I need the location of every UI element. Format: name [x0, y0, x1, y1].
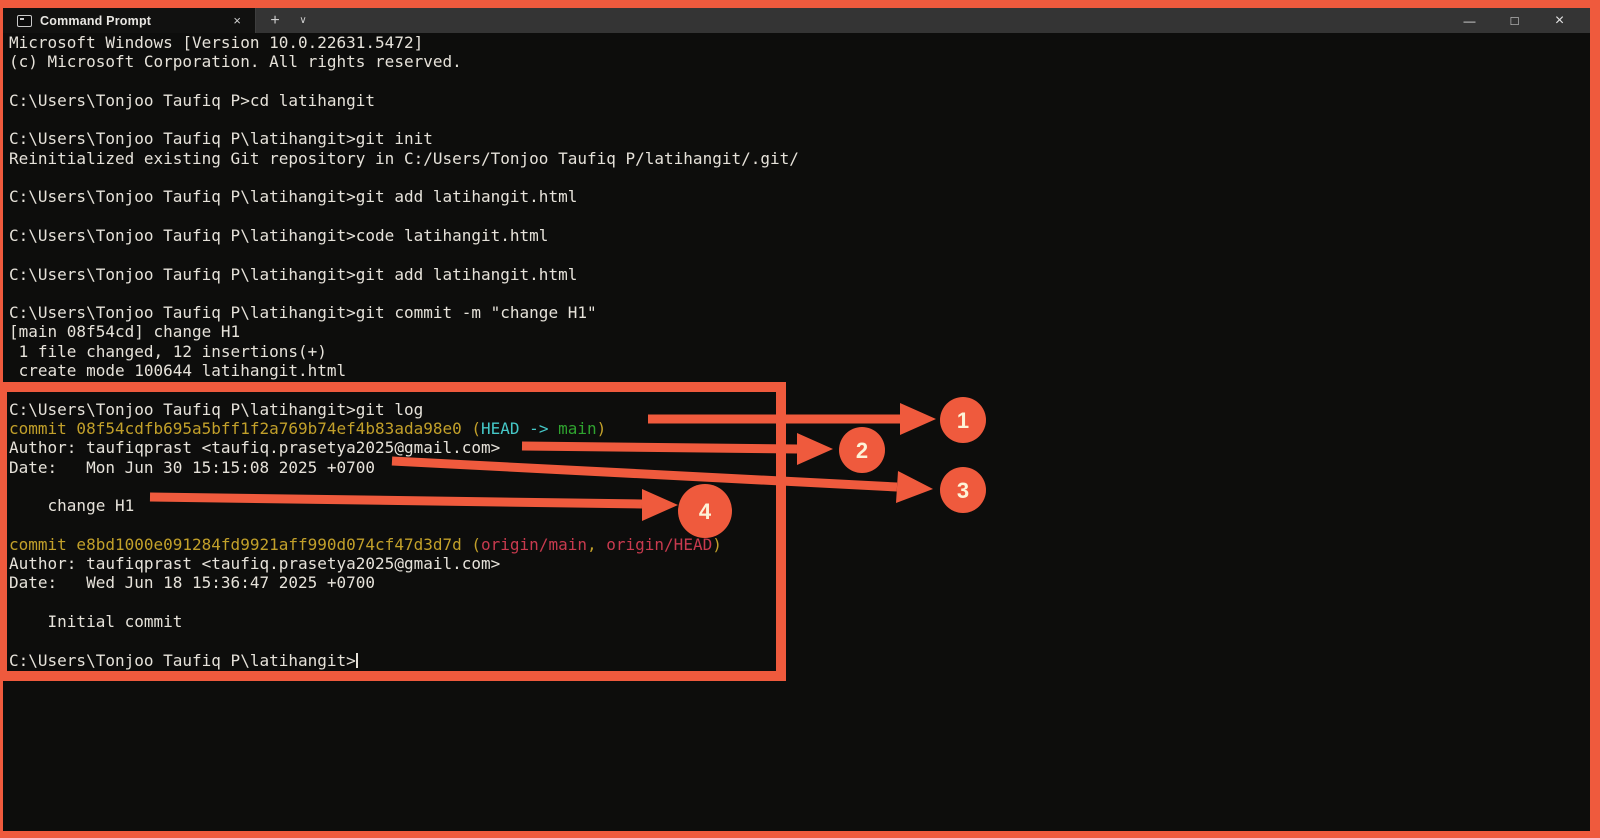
close-icon[interactable]: ×: [1554, 11, 1565, 29]
terminal-line: [9, 593, 1590, 612]
minimize-icon[interactable]: —: [1463, 13, 1476, 28]
terminal-line: [9, 284, 1590, 303]
terminal-line: C:\Users\Tonjoo Taufiq P\latihangit>git …: [9, 264, 578, 284]
tab-title: Command Prompt: [40, 13, 152, 28]
terminal-line: [9, 631, 1590, 650]
terminal-line: create mode 100644 latihangit.html: [9, 361, 347, 381]
tab-dropdown-icon[interactable]: ∨: [299, 15, 307, 26]
terminal-line: Initial commit: [9, 611, 183, 631]
tab-close-icon[interactable]: ×: [233, 13, 241, 28]
terminal-line: C:\Users\Tonjoo Taufiq P\latihangit>code…: [9, 225, 549, 245]
titlebar: Command Prompt × + ∨ — □ ×: [3, 8, 1590, 33]
terminal-line: change H1: [9, 496, 135, 516]
terminal-line: Reinitialized existing Git repository in…: [9, 148, 799, 168]
terminal-line: [9, 72, 1590, 91]
terminal-line: [9, 380, 1590, 399]
terminal-line: C:\Users\Tonjoo Taufiq P>cd latihangit: [9, 90, 376, 110]
terminal-line: [9, 207, 1590, 226]
terminal-line: (c) Microsoft Corporation. All rights re…: [9, 52, 462, 72]
terminal-output[interactable]: Microsoft Windows [Version 10.0.22631.54…: [3, 33, 1590, 831]
terminal-line: [main 08f54cd] change H1: [9, 322, 241, 342]
terminal-line: C:\Users\Tonjoo Taufiq P\latihangit>: [9, 650, 358, 670]
terminal-line: [9, 168, 1590, 187]
new-tab-button[interactable]: +: [270, 11, 280, 29]
terminal-line: commit e8bd1000e091284fd9921aff990d074cf…: [9, 534, 722, 554]
terminal-line: [9, 477, 1590, 496]
terminal-line: C:\Users\Tonjoo Taufiq P\latihangit>git …: [9, 399, 424, 419]
command-prompt-window: Command Prompt × + ∨ — □ × Microsoft Win…: [3, 8, 1590, 831]
terminal-line: C:\Users\Tonjoo Taufiq P\latihangit>git …: [9, 187, 578, 207]
terminal-line: Date: Mon Jun 30 15:15:08 2025 +0700: [9, 457, 376, 477]
terminal-line: [9, 245, 1590, 264]
terminal-line: C:\Users\Tonjoo Taufiq P\latihangit>git …: [9, 129, 433, 149]
window-controls: — □ ×: [1447, 8, 1582, 33]
terminal-line: Microsoft Windows [Version 10.0.22631.54…: [9, 33, 424, 52]
terminal-line: [9, 515, 1590, 534]
maximize-icon[interactable]: □: [1510, 13, 1519, 28]
terminal-line: Date: Wed Jun 18 15:36:47 2025 +0700: [9, 573, 376, 593]
terminal-line: C:\Users\Tonjoo Taufiq P\latihangit>git …: [9, 303, 597, 323]
terminal-line: commit 08f54cdfb695a5bff1f2a769b74ef4b83…: [9, 418, 607, 438]
terminal-line: 1 file changed, 12 insertions(+): [9, 341, 327, 361]
terminal-lines: Microsoft Windows [Version 10.0.22631.54…: [9, 33, 1590, 670]
terminal-line: [9, 110, 1590, 129]
terminal-line: Author: taufiqprast <taufiq.prasetya2025…: [9, 554, 501, 574]
cmd-icon: [17, 14, 32, 27]
tab-command-prompt[interactable]: Command Prompt ×: [3, 8, 256, 33]
terminal-line: Author: taufiqprast <taufiq.prasetya2025…: [9, 438, 501, 458]
terminal-cursor: [355, 652, 358, 668]
